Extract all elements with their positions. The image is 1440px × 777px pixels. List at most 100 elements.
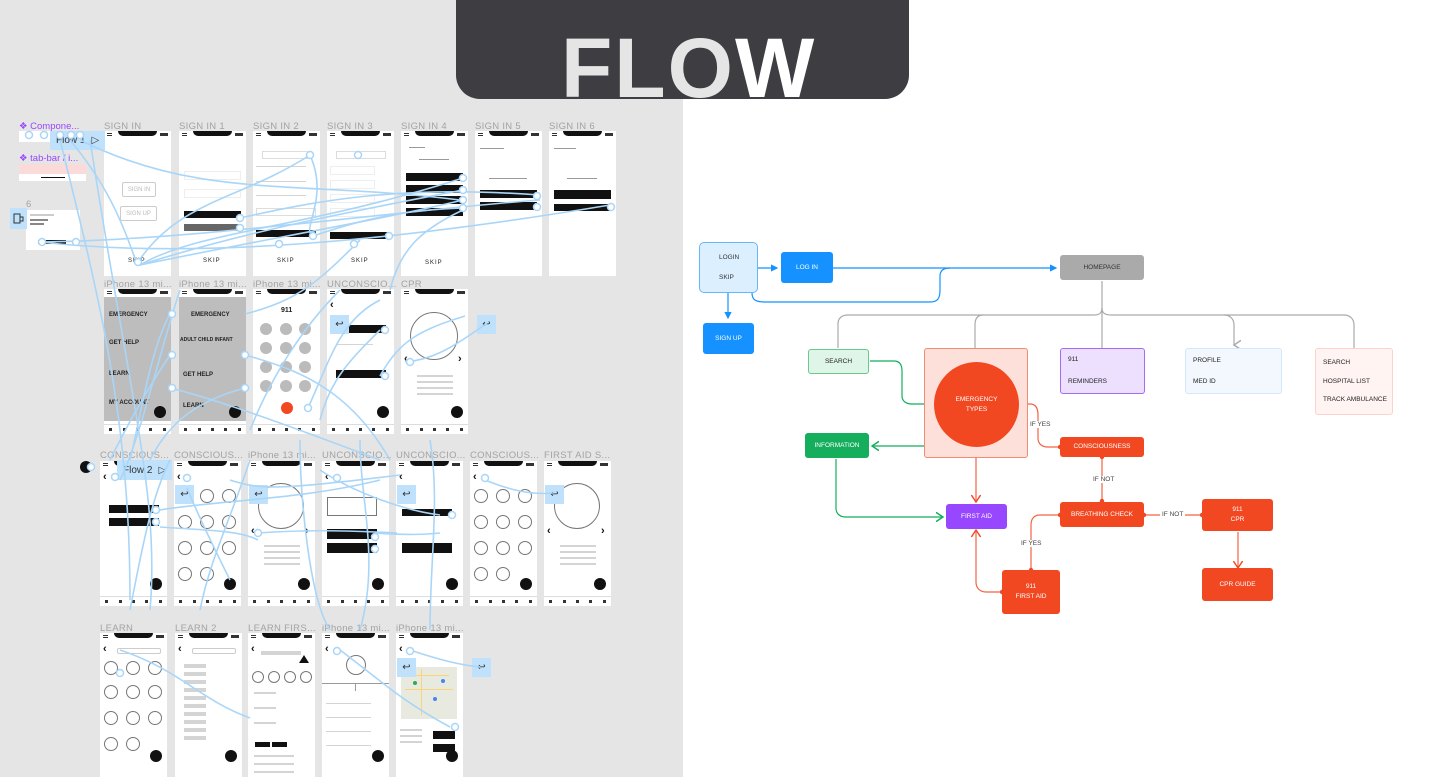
wireframe-canvas[interactable]: ❖ Compone... ❖ tab-bar / i... 6 Flow 1 ▷… xyxy=(0,0,683,777)
frame-sign-in-5[interactable] xyxy=(475,131,542,276)
frame-label: iPhone 13 mi... xyxy=(248,450,316,461)
back-action-icon[interactable]: ↩ xyxy=(397,485,416,504)
call-fab[interactable] xyxy=(150,578,162,590)
node-first-aid[interactable]: FIRST AID xyxy=(946,504,1007,529)
frame-cpr[interactable]: ‹ › xyxy=(401,289,468,434)
call-button[interactable] xyxy=(281,402,293,414)
frame-unconscious[interactable]: ‹ xyxy=(327,289,394,434)
frame-home-menu[interactable]: EMERGENCY GET HELP LEARN MY ACCOUNT xyxy=(104,289,171,434)
call-fab[interactable] xyxy=(451,406,463,418)
call-fab[interactable] xyxy=(446,578,458,590)
call-fab[interactable] xyxy=(594,578,606,590)
frame-sign-in-4[interactable]: SKIP xyxy=(401,131,468,276)
frame-first-aid-steps[interactable]: ‹ › xyxy=(544,461,611,606)
call-fab[interactable] xyxy=(298,578,310,590)
call-component[interactable] xyxy=(80,461,92,473)
menu-emergency[interactable]: EMERGENCY xyxy=(109,312,148,318)
call-fab[interactable] xyxy=(229,406,241,418)
frame-unconscious-3[interactable]: ‹ xyxy=(396,461,463,606)
frame-sign-in-2[interactable]: SKIP xyxy=(253,131,320,276)
call-fab[interactable] xyxy=(446,750,458,762)
call-fab[interactable] xyxy=(150,750,162,762)
skip-link[interactable]: SKIP xyxy=(277,258,295,264)
back-action-icon[interactable]: ↩ xyxy=(477,315,496,334)
skip-link[interactable]: SKIP xyxy=(425,260,443,266)
flow-2-start-chip[interactable]: Flow 2 ▷ xyxy=(117,460,173,480)
frame-guide[interactable]: ‹ › xyxy=(248,461,315,606)
call-fab[interactable] xyxy=(377,406,389,418)
node-911-reminders[interactable]: 911 REMINDERS xyxy=(1060,348,1145,394)
frame-sign-in-1[interactable]: SKIP xyxy=(179,131,246,276)
tab-bar-component-label[interactable]: ❖ tab-bar / i... xyxy=(19,153,79,164)
flow-1-start-chip[interactable]: Flow 1 ▷ xyxy=(50,131,106,150)
call-fab[interactable] xyxy=(225,750,237,762)
back-action-icon[interactable]: ↩ xyxy=(249,485,268,504)
frame-dialer[interactable]: 911 xyxy=(253,289,320,434)
back-action-icon[interactable]: ↩ xyxy=(545,485,564,504)
menu-get-help[interactable]: GET HELP xyxy=(109,340,140,346)
frame-emergency-menu[interactable]: EMERGENCY ADULT CHILD INFANT GET HELP LE… xyxy=(179,289,246,434)
frame-learn[interactable]: ‹ xyxy=(100,633,167,777)
call-fab[interactable] xyxy=(520,578,532,590)
node-emergency-types[interactable]: EMERGENCY TYPES xyxy=(934,362,1019,447)
node-log-in[interactable]: LOG IN xyxy=(781,252,833,283)
node-consciousness[interactable]: CONSCIOUSNESS xyxy=(1060,437,1144,457)
frame-learn-2[interactable]: ‹ xyxy=(175,633,242,777)
call-fab[interactable] xyxy=(154,406,166,418)
frame-conscious-3[interactable]: ‹ xyxy=(470,461,537,606)
node-locate[interactable]: SEARCH HOSPITAL LIST TRACK AMBULANCE xyxy=(1315,348,1393,415)
menu-learn[interactable]: LEARN xyxy=(109,371,130,377)
misc-frame[interactable] xyxy=(26,210,80,250)
frame-hospital-map[interactable]: ‹ xyxy=(396,633,463,777)
frame-conscious-2[interactable]: ‹ xyxy=(174,461,241,606)
call-fab[interactable] xyxy=(372,750,384,762)
skip-link[interactable]: SKIP xyxy=(351,258,369,264)
node-breathing-check[interactable]: BREATHING CHECK xyxy=(1060,502,1144,527)
title-banner: FLOW xyxy=(456,0,909,99)
back-action-icon[interactable]: ↩ xyxy=(397,658,416,677)
frame-sign-in-3[interactable]: SKIP xyxy=(327,131,394,276)
frame-sign-in-6[interactable] xyxy=(549,131,616,276)
next-chevron-icon[interactable]: › xyxy=(458,353,462,365)
sign-in-button[interactable]: SIGN IN xyxy=(122,182,156,197)
prev-chevron-icon[interactable]: ‹ xyxy=(404,353,408,365)
frame-sign-in[interactable]: SIGN IN SIGN UP SKIP xyxy=(104,131,171,276)
node-information[interactable]: INFORMATION xyxy=(805,433,869,458)
node-911-first-aid[interactable]: 911 FIRST AID xyxy=(1002,570,1060,614)
node-line: SEARCH xyxy=(1323,358,1351,366)
node-911-cpr[interactable]: 911 CPR xyxy=(1202,499,1273,531)
node-homepage[interactable]: HOMEPAGE xyxy=(1060,255,1144,280)
call-fab[interactable] xyxy=(224,578,236,590)
menu-get-help[interactable]: GET HELP xyxy=(183,372,214,378)
node-login-options[interactable]: LOGIN SKIP xyxy=(699,242,758,293)
node-line: MED ID xyxy=(1193,377,1216,385)
frame-learn-first-aid[interactable]: ‹ xyxy=(248,633,315,777)
age-options[interactable]: ADULT CHILD INFANT xyxy=(180,337,233,343)
sign-up-button[interactable]: SIGN UP xyxy=(120,206,157,221)
tab-bar-preview[interactable] xyxy=(19,164,86,181)
back-chevron-icon[interactable]: ‹ xyxy=(330,299,334,311)
menu-emergency[interactable]: EMERGENCY xyxy=(191,312,230,318)
frame-conscious-1[interactable]: ‹ xyxy=(100,461,167,606)
call-fab[interactable] xyxy=(372,578,384,590)
node-search[interactable]: SEARCH xyxy=(808,349,869,374)
device-icon[interactable] xyxy=(10,208,27,229)
menu-learn[interactable]: LEARN xyxy=(183,403,204,409)
edge-label-if-yes: IF YES xyxy=(1028,421,1053,428)
skip-link[interactable]: SKIP xyxy=(128,258,146,264)
frame-label: SIGN IN 3 xyxy=(327,121,373,132)
menu-my-account[interactable]: MY ACCOUNT xyxy=(109,400,150,406)
component-label[interactable]: ❖ Compone... xyxy=(19,121,80,132)
node-cpr-guide[interactable]: CPR GUIDE xyxy=(1202,568,1273,601)
back-action-icon[interactable]: ↩ xyxy=(472,658,491,677)
back-action-icon[interactable]: ↩ xyxy=(330,315,349,334)
back-action-icon[interactable]: ↩ xyxy=(175,485,194,504)
play-icon: ▷ xyxy=(158,464,167,476)
flow-2-label: Flow 2 xyxy=(123,464,153,476)
frame-profile[interactable]: ‹ xyxy=(322,633,389,777)
node-sign-up[interactable]: SIGN UP xyxy=(703,323,754,354)
node-profile[interactable]: PROFILE MED ID xyxy=(1185,348,1282,394)
skip-link[interactable]: SKIP xyxy=(203,258,221,264)
search-input[interactable] xyxy=(117,648,161,654)
frame-unconscious-2[interactable]: ‹ xyxy=(322,461,389,606)
